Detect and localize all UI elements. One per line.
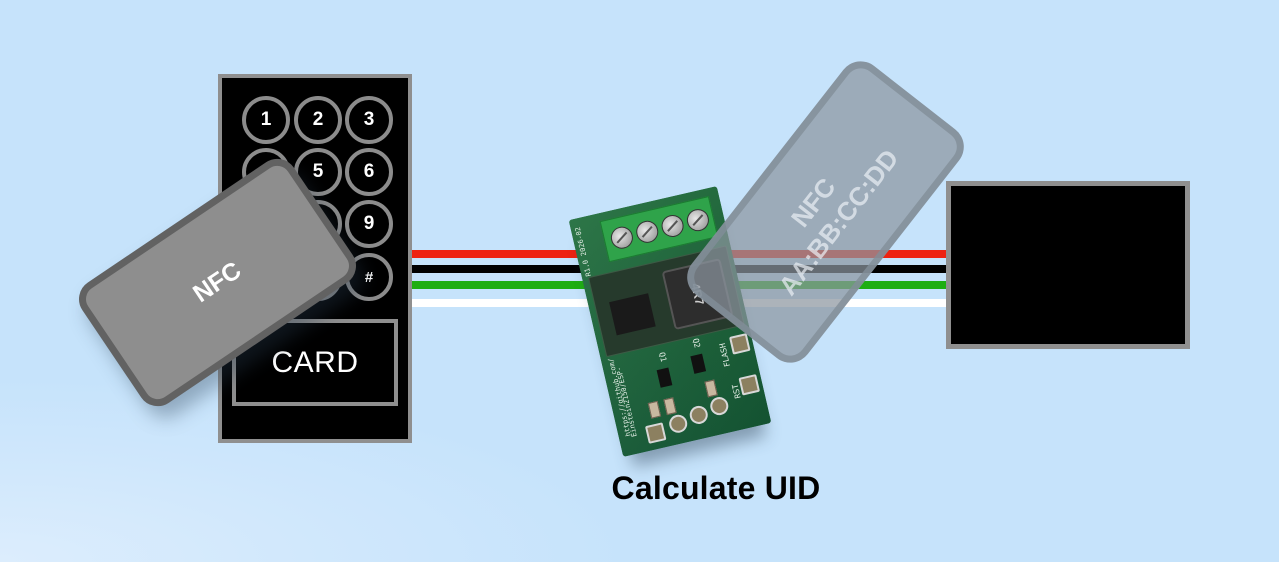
silk-q2: Q2 — [690, 337, 702, 349]
screw-icon — [634, 218, 661, 246]
screw-icon — [684, 206, 712, 234]
nfc-card-label: NFC — [188, 256, 247, 309]
header-pad — [708, 395, 731, 417]
ghost-card-text: NFC AA:BB:CC:DD — [746, 123, 905, 301]
transistor-q1 — [656, 367, 673, 388]
resistor — [704, 379, 718, 398]
transistor-q2 — [690, 353, 707, 374]
key-3: 3 — [345, 96, 393, 144]
diagram-caption: Calculate UID — [611, 470, 821, 506]
header-pad — [667, 412, 690, 435]
key-6: 6 — [345, 148, 393, 196]
resistor — [647, 400, 662, 419]
key-2: 2 — [294, 96, 342, 144]
screw-icon — [608, 224, 636, 251]
rst-pad — [738, 373, 761, 396]
resistor — [663, 397, 677, 416]
key-9: 9 — [345, 200, 393, 248]
key-1: 1 — [242, 96, 290, 144]
flash-pad — [729, 333, 751, 355]
controller-box — [946, 181, 1190, 349]
silk-q1: Q1 — [657, 351, 669, 363]
silk-flash: FLASH — [717, 342, 733, 368]
header-pad — [687, 404, 710, 426]
regulator-ic — [609, 293, 656, 336]
screw-icon — [659, 212, 686, 240]
card-reader-area: CARD — [232, 319, 398, 406]
header-pad — [644, 422, 667, 444]
